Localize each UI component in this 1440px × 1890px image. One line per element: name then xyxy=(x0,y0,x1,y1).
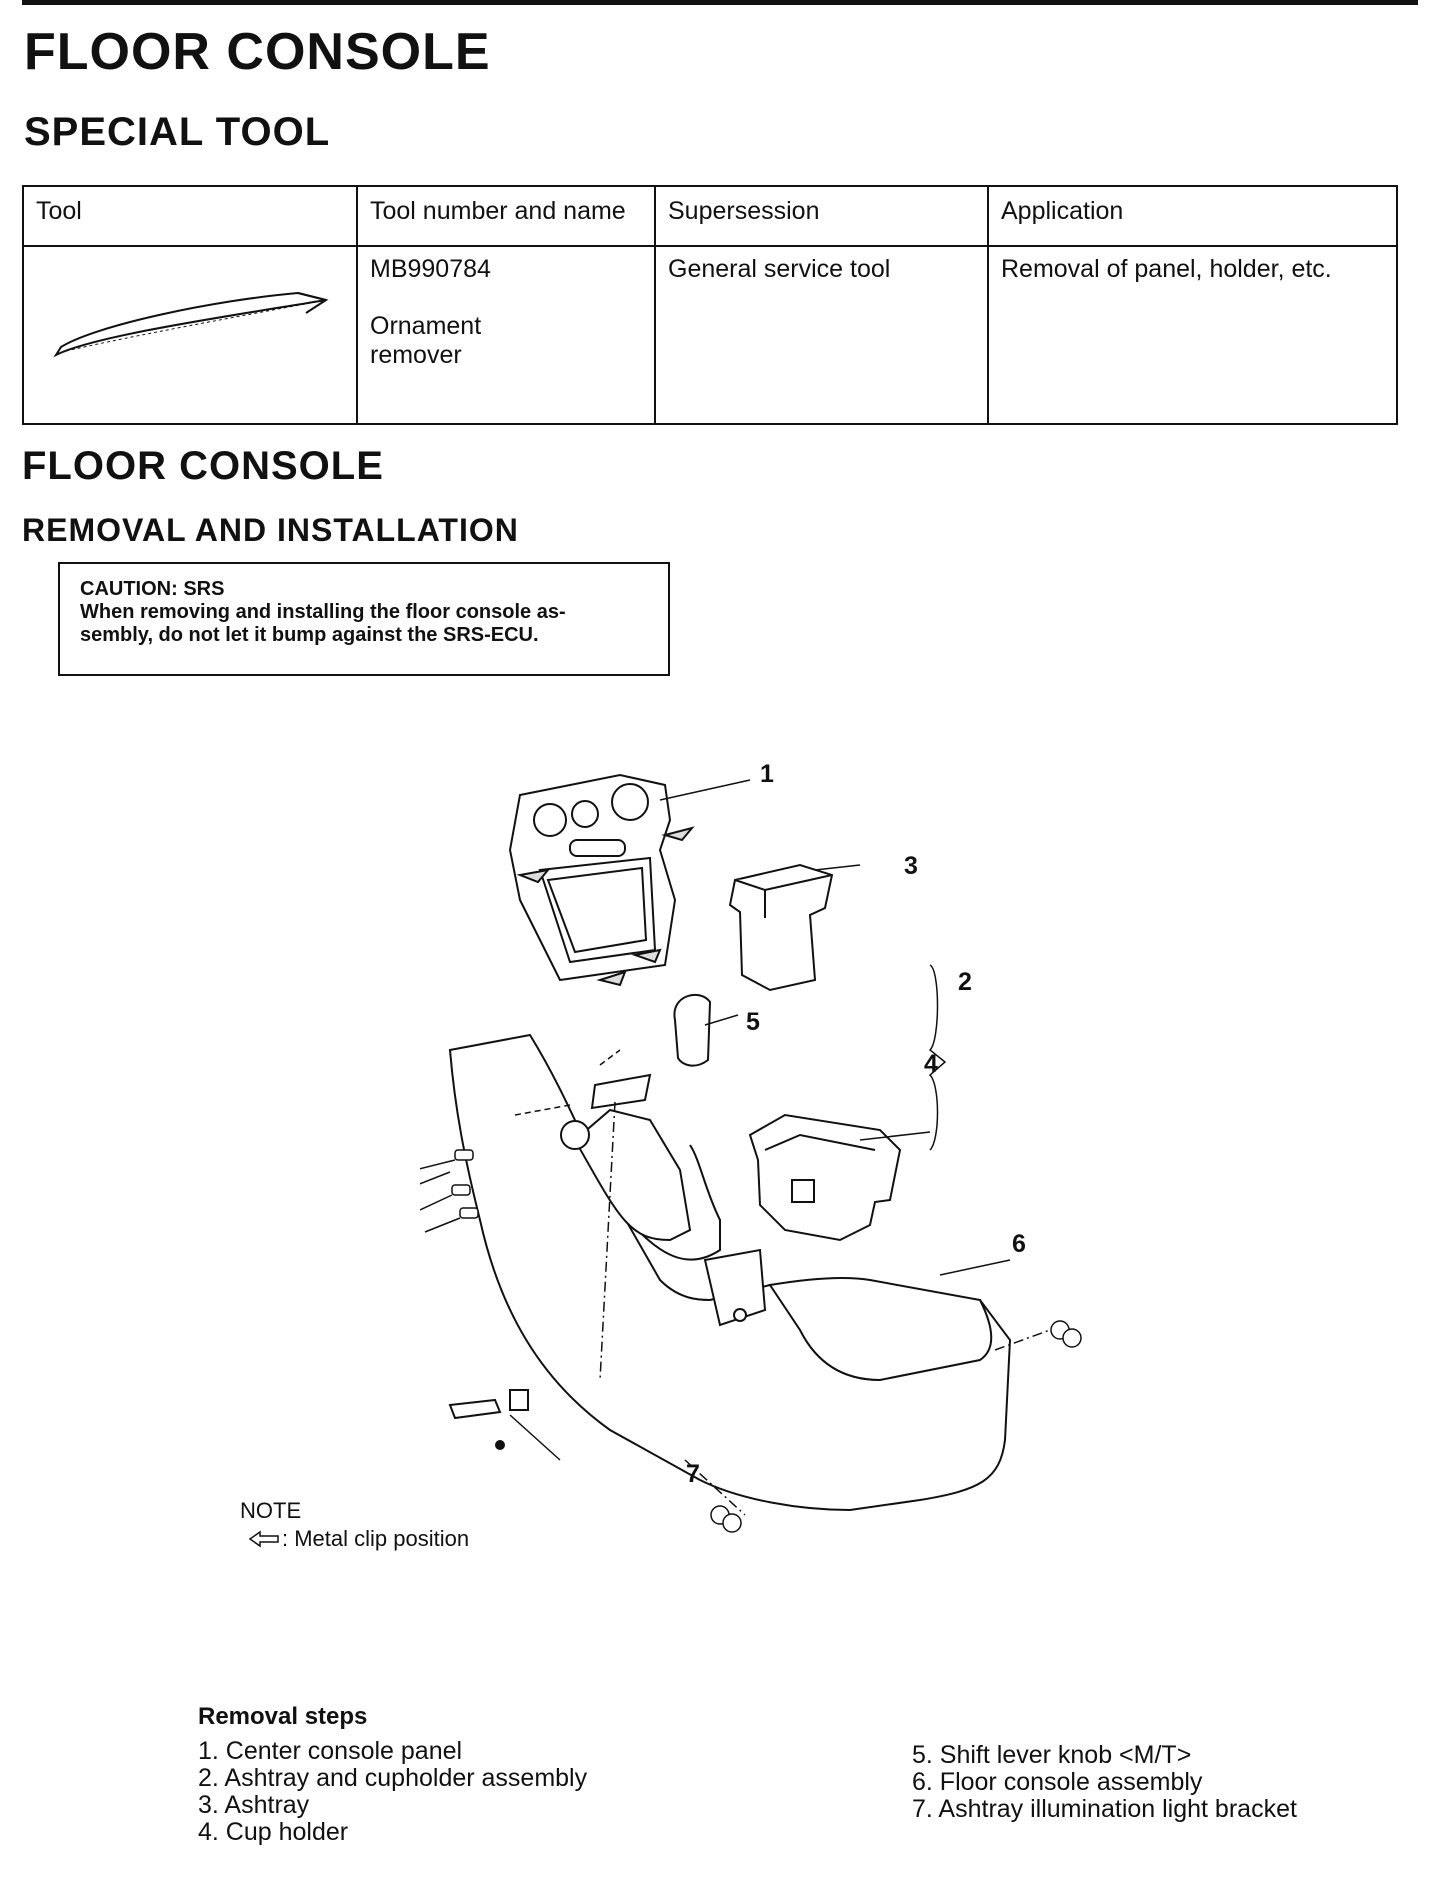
light-bracket-part xyxy=(448,1389,529,1450)
list-item: 4. Cup holder xyxy=(198,1818,349,1846)
tool-number-cell: MB990784 Ornament remover xyxy=(356,245,656,425)
list-item: 5. Shift lever knob <M/T> xyxy=(912,1741,1192,1769)
note-legend: : Metal clip position xyxy=(282,1526,470,1551)
ornament-remover-illustration xyxy=(53,291,329,358)
special-tool-table: Tool Tool number and name Supersession A… xyxy=(22,185,1398,425)
table-header-row: Tool Tool number and name Supersession A… xyxy=(22,185,1398,247)
tool-number: MB990784 xyxy=(370,255,491,283)
header-tool: Tool xyxy=(22,185,358,247)
note-block: NOTE : Metal clip position xyxy=(240,1497,469,1553)
caution-line1: When removing and installing the floor c… xyxy=(80,601,566,623)
callout-5: 5 xyxy=(746,1008,760,1036)
tool-name-line2: remover xyxy=(370,341,462,369)
section-title: FLOOR CONSOLE xyxy=(22,444,384,488)
callout-4: 4 xyxy=(924,1050,938,1078)
header-tool-number: Tool number and name xyxy=(356,185,656,247)
application-cell: Removal of panel, holder, etc. xyxy=(987,245,1398,425)
removal-steps-left: 1. Center console panel 2. Ashtray and c… xyxy=(198,1738,587,1846)
page-title: FLOOR CONSOLE xyxy=(24,23,491,81)
floor-console-exploded-diagram xyxy=(420,773,1082,1533)
caution-box: CAUTION: SRS When removing and installin… xyxy=(58,562,670,676)
section-subtitle: REMOVAL AND INSTALLATION xyxy=(22,512,519,548)
header-supersession: Supersession xyxy=(654,185,989,247)
callout-1: 1 xyxy=(760,760,774,788)
supersession-cell: General service tool xyxy=(654,245,989,425)
floor-console-assembly-part xyxy=(448,1033,1012,1512)
top-rule xyxy=(22,0,1418,5)
callout-6: 6 xyxy=(1012,1230,1026,1258)
list-item: 2. Ashtray and cupholder assembly xyxy=(198,1764,588,1792)
note-title: NOTE xyxy=(240,1498,302,1523)
center-console-panel-part xyxy=(508,773,695,987)
list-item: 1. Center console panel xyxy=(198,1737,463,1765)
removal-steps-title: Removal steps xyxy=(198,1703,368,1730)
callout-2: 2 xyxy=(958,968,972,996)
header-application: Application xyxy=(987,185,1398,247)
special-tool-heading: SPECIAL TOOL xyxy=(24,110,331,154)
list-item: 7. Ashtray illumination light bracket xyxy=(912,1795,1297,1823)
list-item: 6. Floor console assembly xyxy=(912,1768,1203,1796)
screw-parts xyxy=(710,1320,1082,1533)
removal-steps-right: 5. Shift lever knob <M/T> 6. Floor conso… xyxy=(912,1742,1297,1823)
ashtray-part xyxy=(728,863,834,992)
callout-3: 3 xyxy=(904,852,918,880)
list-item: 3. Ashtray xyxy=(198,1791,310,1819)
caution-title: CAUTION: SRS xyxy=(80,578,225,600)
caution-line2: sembly, do not let it bump against the S… xyxy=(80,624,539,646)
table-row: MB990784 Ornament remover General servic… xyxy=(22,245,1398,425)
wire-connectors-part xyxy=(420,1149,479,1233)
callout-7: 7 xyxy=(686,1460,700,1488)
cup-holder-part xyxy=(748,1113,902,1242)
shift-knob-part xyxy=(673,993,712,1067)
metal-clip-arrow-icon xyxy=(248,1530,279,1548)
tool-image-cell xyxy=(22,245,358,425)
tool-name-line1: Ornament xyxy=(370,312,482,340)
